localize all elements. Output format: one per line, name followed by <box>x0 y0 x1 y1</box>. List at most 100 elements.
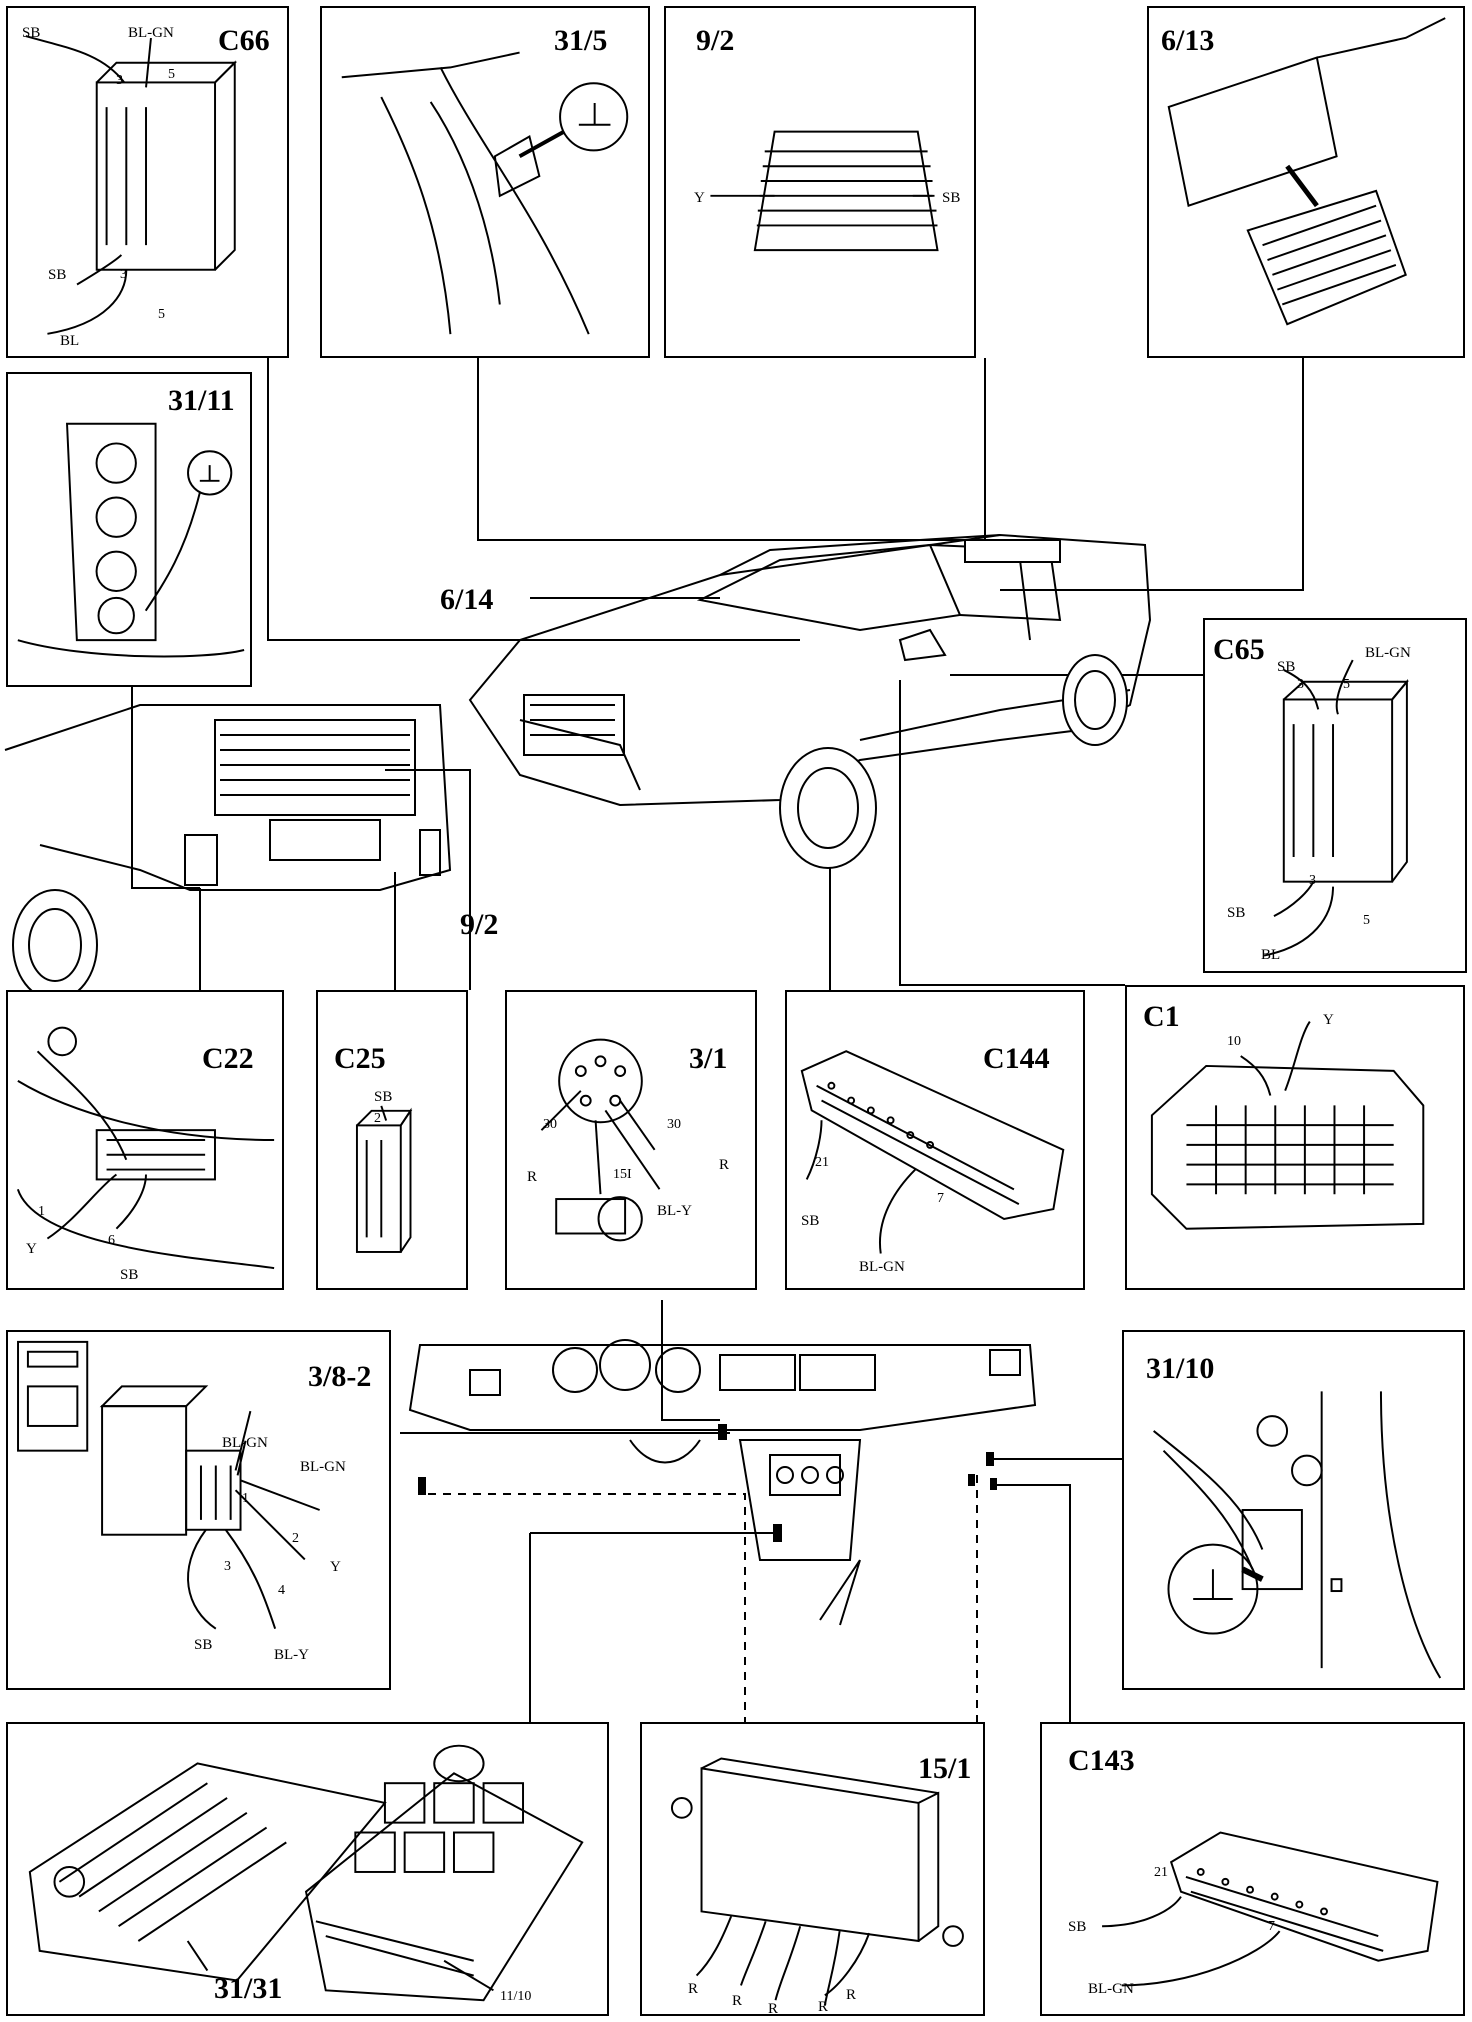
pin-number: 21 <box>1154 1865 1168 1880</box>
panel-31-11: 31/11 <box>6 372 252 687</box>
panel-title: C66 <box>218 24 270 57</box>
panel-title: 31/31 <box>214 1972 283 2005</box>
wire-label: BL-GN <box>300 1459 346 1475</box>
wire-label: Y <box>330 1559 341 1575</box>
wire-label: R <box>818 1999 829 2015</box>
panel-title: C22 <box>202 1042 254 1075</box>
panel-c25: C25 SB 2 <box>316 990 468 1290</box>
wire-label: BL-GN <box>1365 645 1411 661</box>
panel-31-10: 31/10 <box>1122 1330 1465 1690</box>
ground-point-icon <box>1153 1391 1442 1679</box>
pin-number: 30 <box>543 1117 557 1132</box>
panel-title: 3/1 <box>689 1042 728 1075</box>
pin-number: 4 <box>278 1583 285 1598</box>
panel-3-8-2: 3/8-2 BL-GN BL-GN 1 2 Y 3 4 SB B <box>6 1330 391 1690</box>
pin-number: 30 <box>667 1117 681 1132</box>
pin-number: 3 <box>120 267 127 282</box>
pin-number: 15I <box>613 1167 632 1182</box>
panel-title: C144 <box>983 1042 1050 1075</box>
panel-c66: C66 SB BL-GN 3 5 SB 3 5 BL <box>6 6 289 358</box>
panel-title: 6/13 <box>1161 24 1215 57</box>
pin-number: 7 <box>937 1191 944 1206</box>
car-callout-6-14: 6/14 <box>440 583 494 616</box>
wire-label: SB <box>801 1213 820 1229</box>
pin-number: 2 <box>374 1111 381 1126</box>
pin-number: 1 <box>38 1204 45 1219</box>
panel-c144: C144 21 SB 7 BL-GN <box>785 990 1085 1290</box>
wire-label: R <box>527 1169 538 1185</box>
wire-label: BL-Y <box>274 1647 309 1663</box>
panel-31-5: 31/5 <box>320 6 650 358</box>
wire-label: BL-GN <box>859 1259 905 1275</box>
control-module-icon <box>670 1757 964 2006</box>
connector-icon <box>800 1050 1065 1254</box>
wire-label: BL <box>1261 947 1281 963</box>
panel-title: 15/1 <box>918 1752 972 1785</box>
connector-icon <box>1102 1831 1439 1987</box>
panel-title: 3/8-2 <box>308 1360 372 1393</box>
panel-c1: C1 10 Y <box>1125 985 1465 1290</box>
ground-point-icon <box>341 51 629 335</box>
wire-label: SB <box>374 1089 393 1105</box>
fuse-relay-box-icon <box>28 1744 584 2002</box>
wire-label: BL <box>60 333 80 349</box>
panel-15-1: 15/1 R R R R R <box>640 1722 985 2017</box>
pin-number: 3 <box>1309 873 1316 888</box>
panel-c143: C143 21 SB 7 BL-GN <box>1040 1722 1465 2016</box>
panel-title: 31/10 <box>1146 1352 1215 1385</box>
wire-label: SB <box>120 1267 139 1283</box>
tail-light-ground-icon <box>17 422 245 658</box>
wire-label: R <box>768 2001 779 2017</box>
pin-number: 1 <box>242 1491 249 1506</box>
pin-number: 7 <box>1268 1919 1275 1934</box>
wire-label: R <box>846 1987 857 2003</box>
wire-label: BL-GN <box>1088 1981 1134 1997</box>
panel-31-31: 31/31 11/10 <box>6 1722 609 2016</box>
wire-label: SB <box>942 190 961 206</box>
panel-title: 31/11 <box>168 384 235 417</box>
wire-label: SB <box>1227 905 1246 921</box>
wire-label: BL-GN <box>222 1435 268 1451</box>
pin-number: 2 <box>292 1531 299 1546</box>
pin-number: 21 <box>815 1155 829 1170</box>
pin-number: 5 <box>1343 677 1350 692</box>
wire-label: BL-Y <box>657 1203 692 1219</box>
pin-number: 5 <box>168 67 175 82</box>
pin-number: 5 <box>158 307 165 322</box>
wire-label: R <box>732 1993 743 2009</box>
wire-label: SB <box>1277 659 1296 675</box>
wire-label: Y <box>26 1241 37 1257</box>
wire-label: SB <box>1068 1919 1087 1935</box>
wire-label: R <box>688 1981 699 1997</box>
pin-number: 11/10 <box>500 1989 532 2004</box>
mirror-heater-icon <box>1167 17 1446 326</box>
wire-label: Y <box>694 190 705 206</box>
panel-c22: C22 1 Y 6 SB <box>6 990 284 1290</box>
pin-number: 3 <box>116 73 123 88</box>
wire-label: Y <box>1323 1012 1334 1028</box>
connector-icon <box>1150 1020 1425 1230</box>
switch-connector-icon <box>17 1340 320 1630</box>
panel-title: 31/5 <box>554 24 608 57</box>
panel-9-2-rear-window: 9/2 Y SB <box>664 6 976 358</box>
panel-title: C65 <box>1213 633 1265 666</box>
connector-icon <box>25 35 238 335</box>
pin-number: 3 <box>1297 677 1304 692</box>
wire-label: SB <box>22 25 41 41</box>
wire-label: SB <box>48 267 67 283</box>
panel-title: C25 <box>334 1042 386 1075</box>
panel-title: 9/2 <box>696 24 735 57</box>
wire-label: BL-GN <box>128 25 174 41</box>
panel-6-13: 6/13 <box>1147 6 1465 358</box>
connector-harness-icon <box>16 1026 275 1270</box>
panel-3-1: 3/1 30 R 30 R 15I BL-Y <box>505 990 757 1290</box>
wire-label: R <box>719 1157 730 1173</box>
pin-number: 10 <box>1227 1034 1241 1049</box>
panel-title: C1 <box>1143 1000 1180 1033</box>
pin-number: 6 <box>108 1233 115 1248</box>
pin-number: 5 <box>1363 913 1370 928</box>
